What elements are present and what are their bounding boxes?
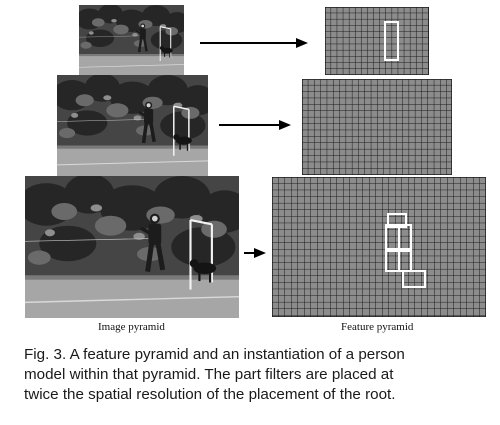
arrow-level-small <box>200 38 308 48</box>
feature-pyramid-level-medium <box>302 79 452 175</box>
feature-grid-small <box>325 7 429 75</box>
part-filter-feet <box>402 270 426 288</box>
arrow-level-medium <box>219 120 291 130</box>
part-filter-boxes <box>385 213 426 288</box>
feature-grid-large <box>272 177 486 317</box>
image-pyramid-level-large <box>25 176 239 318</box>
feature-pyramid-level-large <box>272 177 486 317</box>
part-filter-torso-right <box>398 224 412 252</box>
part-filter-head <box>387 213 407 228</box>
feature-pyramid-label: Feature pyramid <box>341 321 414 333</box>
figure-caption: Fig. 3. A feature pyramid and an instant… <box>24 345 484 405</box>
feature-grid-medium <box>302 79 452 175</box>
image-pyramid-level-small <box>79 5 184 75</box>
caption-line-1: Fig. 3. A feature pyramid and an instant… <box>24 346 405 363</box>
arrow-level-large <box>244 248 266 258</box>
caption-line-3: twice the spatial resolution of the plac… <box>24 386 396 403</box>
root-filter-box <box>384 21 399 61</box>
caption-line-2: model within that pyramid. The part filt… <box>24 366 394 383</box>
image-pyramid-label: Image pyramid <box>98 321 165 333</box>
image-pyramid-level-medium <box>57 75 208 176</box>
feature-pyramid-level-small <box>325 7 429 75</box>
